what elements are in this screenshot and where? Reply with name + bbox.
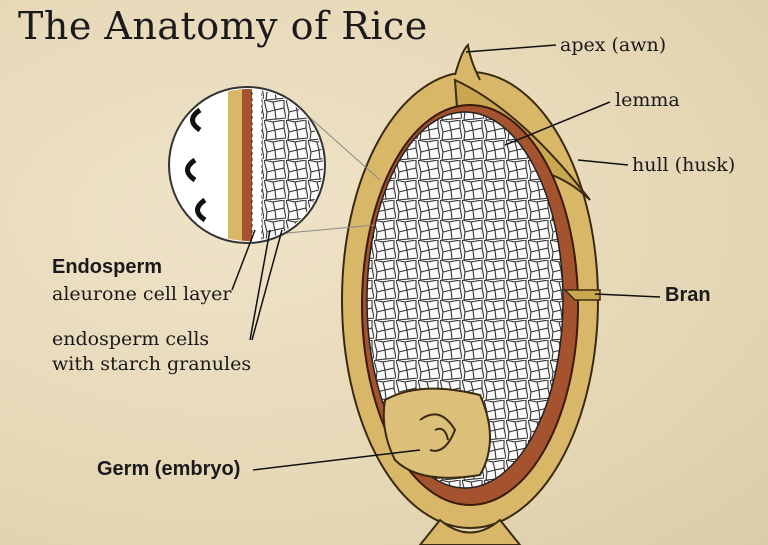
label-germ: Germ (embryo) — [97, 458, 241, 480]
label-cells-line1: endosperm cells — [52, 328, 210, 350]
label-aleurone: aleurone cell layer — [52, 283, 232, 305]
magnified-detail — [168, 86, 381, 244]
label-apex: apex (awn) — [560, 34, 667, 56]
page-title: The Anatomy of Rice — [18, 4, 428, 48]
label-lemma: lemma — [615, 89, 680, 111]
label-endosperm: Endosperm — [52, 256, 163, 278]
bran-flap — [563, 289, 601, 301]
label-hull: hull (husk) — [632, 154, 736, 176]
label-bran: Bran — [665, 284, 711, 306]
label-cells-line2: with starch granules — [52, 353, 252, 375]
leader-lines — [231, 44, 661, 471]
germ-embryo — [382, 387, 491, 479]
